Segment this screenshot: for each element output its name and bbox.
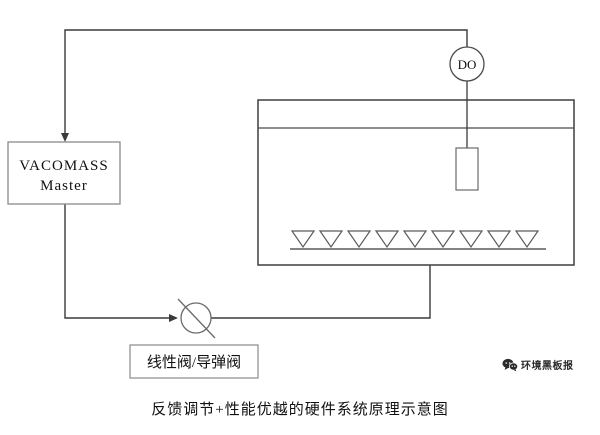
air-supply-line [211,252,431,319]
controller-box [7,141,121,205]
do-sensor-body [455,147,479,191]
diffuser-icon [290,230,316,249]
watermark: 环境黑板报 [502,357,574,372]
diffuser-icon [458,230,484,249]
chat-bubbles-icon [502,358,518,371]
controller-label-line2: Master [40,178,88,194]
diffuser-icon [486,230,512,249]
watermark-text: 环境黑板报 [521,361,574,372]
diffuser-icon [374,230,400,249]
controller-label-line1: VACOMASS [19,158,108,174]
diffuser-nozzles [290,230,540,249]
arrowhead-into-valve [169,314,178,322]
valve-label: 线性阀/导弹阀 [147,354,241,371]
diffuser-icon [318,230,344,249]
diffuser-icon [402,230,428,249]
arrowhead-into-controller [61,133,69,142]
valve-label-box [129,344,259,379]
diffuser-icon [430,230,456,249]
diagram-svg: DO VACOMASS Master 线性阀/导弹阀 [7,29,575,379]
control-signal-line [64,204,169,319]
diagram-caption: 反馈调节+性能优越的硬件系统原理示意图 [151,402,449,418]
feedback-signal-line [64,29,468,140]
valve-stem-line [177,298,216,339]
diffuser-icon [346,230,372,249]
diffuser-icon [514,230,540,249]
do-probe-label: DO [458,57,477,72]
